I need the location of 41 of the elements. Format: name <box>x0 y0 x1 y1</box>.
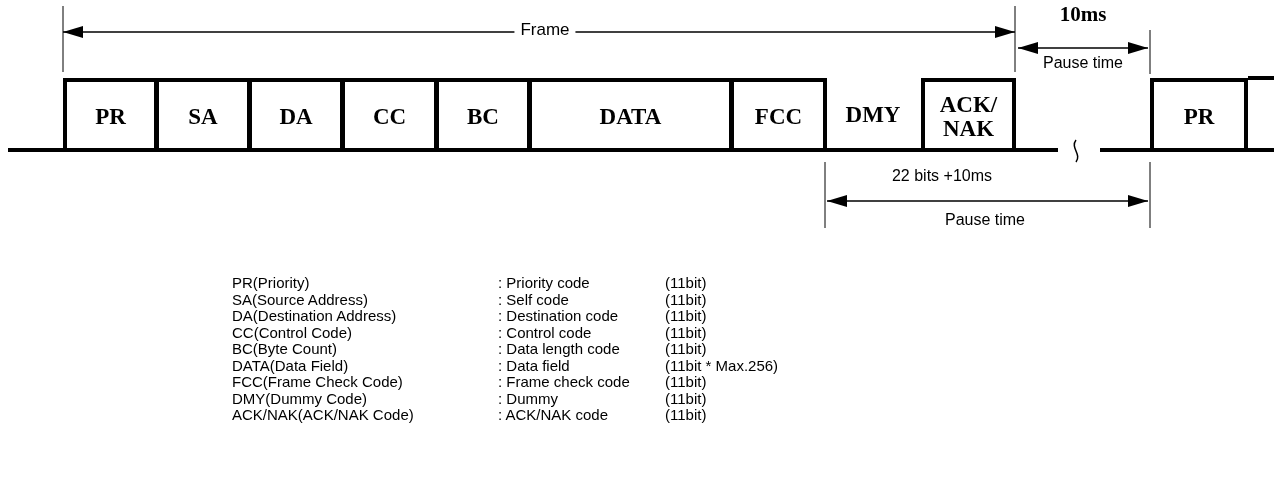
legend-description: : Dummy <box>498 391 558 406</box>
field-name: PR <box>1183 105 1215 129</box>
legend-description: : Data field <box>498 358 570 373</box>
legend-description: : Priority code <box>498 276 590 291</box>
field-name: PR <box>95 105 126 129</box>
legend-description: : Control code <box>498 325 592 340</box>
legend-description: : Data length code <box>498 342 620 357</box>
field-name: DATA <box>599 105 662 129</box>
legend-bit-length: (11bit) <box>665 325 707 340</box>
legend-bit-length: (11bit) <box>665 408 707 423</box>
legend-description: : Destination code <box>498 309 619 324</box>
legend-term: PR(Priority) <box>232 276 310 291</box>
field-name: DMY <box>845 102 901 128</box>
dimension-label: 22 bits +10ms <box>891 167 993 185</box>
field-name: BC <box>467 105 499 129</box>
dimension-label: Pause time <box>945 211 1025 229</box>
legend-term: DA(Destination Address) <box>232 309 397 324</box>
legend-bit-length: (11bit * Max.256) <box>665 358 779 373</box>
legend-term: DATA(Data Field) <box>232 358 349 373</box>
legend-term: BC(Byte Count) <box>232 342 338 357</box>
legend-description: : Self code <box>498 292 569 307</box>
legend-term: SA(Source Address) <box>232 292 368 307</box>
legend-term: FCC(Frame Check Code) <box>232 375 403 390</box>
legend-term: DMY(Dummy Code) <box>232 391 367 406</box>
field-name: FCC <box>754 105 803 129</box>
legend-term: ACK/NAK(ACK/NAK Code) <box>232 408 414 423</box>
legend-bit-length: (11bit) <box>665 391 707 406</box>
legend-bit-length: (11bit) <box>665 276 707 291</box>
dimension-label: 10ms <box>1059 3 1107 27</box>
legend-bit-length: (11bit) <box>665 342 707 357</box>
legend-description: : ACK/NAK code <box>498 408 609 423</box>
legend-bit-length: (11bit) <box>665 375 707 390</box>
legend-term: CC(Control Code) <box>232 325 353 340</box>
field-name: CC <box>372 105 407 129</box>
legend-bit-length: (11bit) <box>665 292 707 307</box>
legend-description: : Frame check code <box>498 375 630 390</box>
legend-bit-length: (11bit) <box>665 309 707 324</box>
field-name: DA <box>279 105 313 129</box>
dimension-label: Pause time <box>1043 54 1123 72</box>
field-name: SA <box>188 105 218 129</box>
field-name: ACK/ NAK <box>938 93 999 141</box>
